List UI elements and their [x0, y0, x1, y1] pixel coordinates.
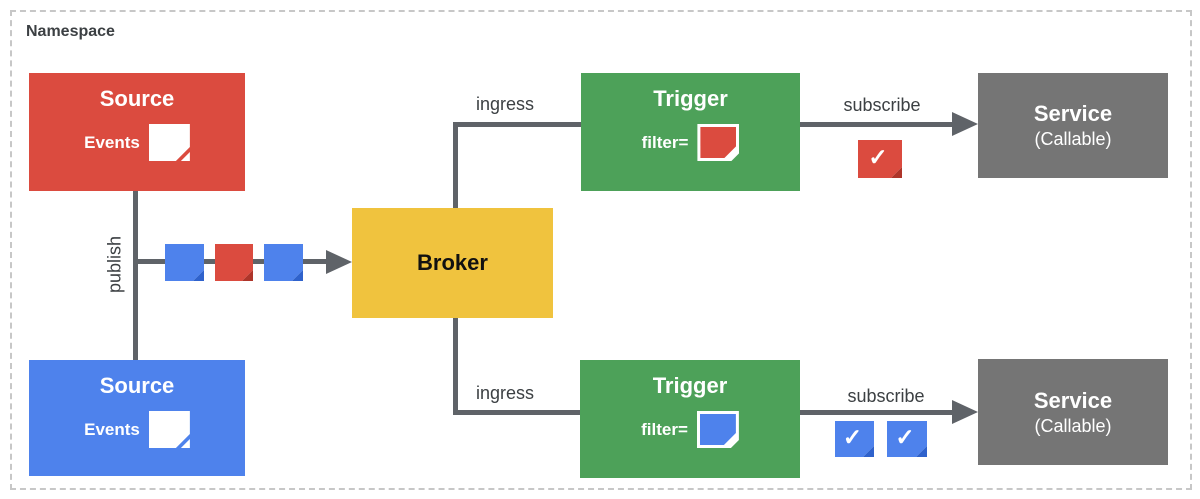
filter-label: filter= [641, 132, 689, 152]
icon-body [215, 244, 253, 281]
filter-row: filter= [642, 124, 740, 161]
icon-body [165, 244, 204, 281]
service-title: Service [1033, 101, 1113, 126]
event-icon-blue [165, 244, 204, 281]
icon-body [149, 411, 190, 448]
subscribe-bottom-line [800, 410, 952, 415]
source-blue-box: Source Events [29, 360, 245, 476]
broker-box: Broker [352, 208, 553, 318]
icon-body [264, 244, 303, 281]
ingress-top-line-horizontal [453, 122, 582, 127]
events-label: Events [84, 419, 140, 439]
icon-body [700, 414, 736, 445]
filter-row: filter= [641, 411, 739, 448]
icon-fold [916, 446, 927, 457]
ingress-top-line-vertical [453, 122, 458, 208]
subscribe-top-line [800, 122, 952, 127]
icon-fold [863, 446, 874, 457]
trigger-top-box: Trigger filter= [581, 73, 800, 191]
icon-body [149, 124, 190, 161]
check-icon: ✓ [895, 423, 915, 450]
service-subtitle: (Callable) [1034, 129, 1112, 149]
icon-body [858, 140, 902, 178]
events-row: Events [84, 411, 190, 448]
ingress-bottom-label: ingress [475, 383, 535, 403]
trigger-title: Trigger [652, 373, 728, 398]
service-title: Service [1033, 387, 1113, 413]
check-icon: ✓ [868, 143, 888, 170]
ingress-bottom-line-vertical [453, 318, 458, 415]
checked-event-icon-blue: ✓ [835, 421, 874, 457]
ingress-bottom-line-horizontal [453, 410, 580, 415]
source-title: Source [99, 373, 175, 398]
icon-body [700, 127, 736, 158]
subscribe-top-label: subscribe [843, 95, 921, 115]
arrow-right-icon [952, 400, 978, 424]
service-subtitle: (Callable) [1034, 415, 1112, 436]
events-label: Events [84, 132, 140, 152]
icon-body [887, 421, 927, 457]
event-icon-blue [264, 244, 303, 281]
check-icon: ✓ [842, 423, 863, 450]
filter-event-icon-red [697, 124, 739, 161]
namespace-frame [10, 10, 1192, 490]
filter-label: filter= [641, 419, 688, 439]
trigger-bottom-box: Trigger filter= [580, 360, 800, 478]
icon-fold [292, 270, 303, 281]
document-icon [149, 411, 190, 448]
arrow-right-icon [326, 250, 352, 274]
ingress-top-label: ingress [475, 94, 535, 114]
source-red-box: Source Events [29, 73, 245, 191]
publish-line-vertical [133, 178, 138, 360]
source-title: Source [99, 86, 175, 111]
service-bottom-box: Service (Callable) [978, 359, 1168, 465]
filter-event-icon-blue [697, 411, 739, 448]
publish-label: publish [104, 235, 125, 294]
trigger-title: Trigger [653, 86, 728, 111]
icon-fold [193, 270, 204, 281]
service-top-box: Service (Callable) [978, 73, 1168, 178]
icon-fold [180, 439, 190, 448]
icon-body [835, 421, 874, 457]
icon-fold [891, 167, 902, 178]
icon-fold [180, 152, 190, 161]
document-icon [149, 124, 190, 161]
arrow-right-icon [952, 112, 978, 136]
checked-event-icon-blue: ✓ [887, 421, 927, 457]
subscribe-bottom-label: subscribe [847, 386, 925, 406]
namespace-label: Namespace [26, 23, 115, 40]
event-icon-red [215, 244, 253, 281]
checked-event-icon-red: ✓ [858, 140, 902, 178]
icon-fold [242, 270, 253, 281]
broker-title: Broker [417, 250, 488, 275]
events-row: Events [84, 124, 190, 161]
